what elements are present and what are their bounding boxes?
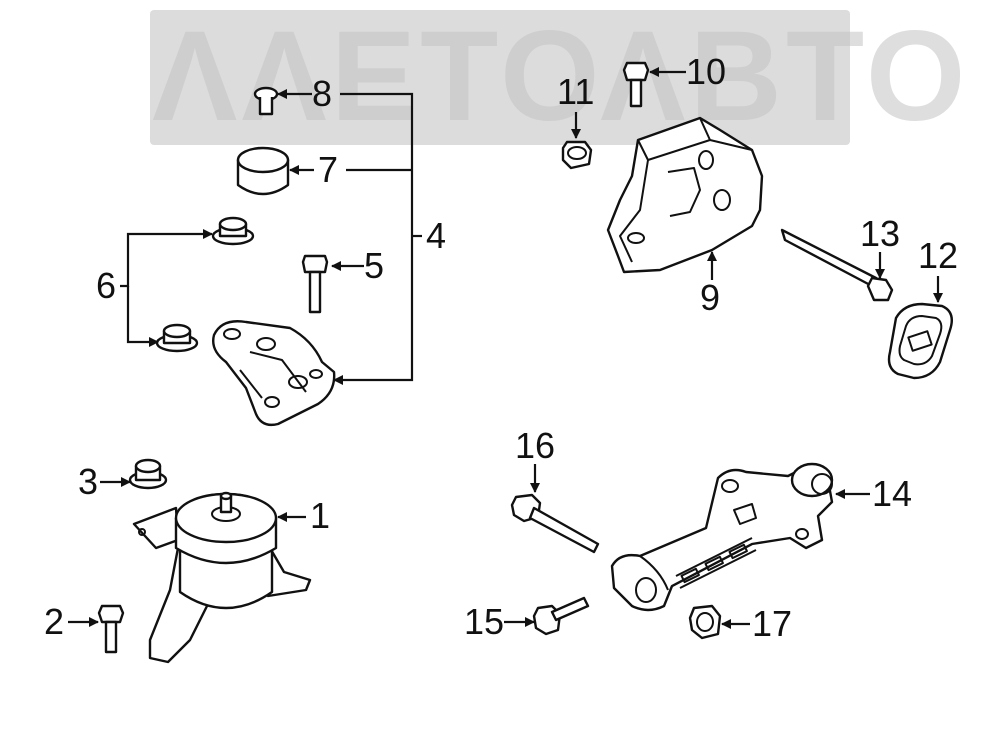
callout-17: 17 bbox=[752, 603, 792, 644]
part-2-bolt bbox=[97, 604, 125, 654]
callout-2: 2 bbox=[44, 601, 64, 642]
callout-12: 12 bbox=[918, 235, 958, 276]
callout-6: 6 bbox=[96, 265, 116, 306]
part-11-nut bbox=[561, 140, 593, 170]
part-6-nut-upper bbox=[211, 216, 255, 246]
part-12-pad bbox=[887, 302, 953, 380]
callout-15: 15 bbox=[464, 601, 504, 642]
part-5-bolt bbox=[301, 254, 329, 314]
callout-8: 8 bbox=[312, 73, 332, 114]
part-7-bushing bbox=[236, 146, 290, 196]
part-16-bolt bbox=[510, 493, 600, 554]
callout-3: 3 bbox=[78, 461, 98, 502]
callout-13: 13 bbox=[860, 213, 900, 254]
callout-14: 14 bbox=[872, 473, 912, 514]
part-15-bolt bbox=[532, 596, 590, 636]
callout-5: 5 bbox=[364, 245, 384, 286]
callout-11: 11 bbox=[557, 71, 594, 112]
callout-labels: 1 2 3 4 5 6 7 8 9 10 11 12 13 14 15 16 1… bbox=[44, 51, 958, 644]
part-9-bracket bbox=[606, 116, 764, 274]
part-3-nut bbox=[128, 458, 168, 490]
callout-4: 4 bbox=[426, 215, 446, 256]
part-4-bracket bbox=[212, 320, 336, 427]
part-10-bolt bbox=[622, 61, 650, 108]
part-1-engine-mount bbox=[132, 491, 312, 664]
watermark-logo: ΛΛΕΤΟΛΒΤΟ bbox=[150, 5, 969, 148]
part-6-nut-lower bbox=[155, 323, 199, 353]
callout-1: 1 bbox=[310, 495, 330, 536]
part-14-torque-rod bbox=[610, 462, 834, 612]
callout-9: 9 bbox=[700, 277, 720, 318]
part-8-bolt bbox=[253, 86, 279, 116]
part-13-bolt bbox=[780, 228, 894, 302]
callout-10: 10 bbox=[686, 51, 726, 92]
watermark-text: ΛΛΕΤΟΛΒΤΟ bbox=[152, 5, 969, 148]
leader-lines bbox=[68, 67, 943, 629]
callout-7: 7 bbox=[318, 149, 338, 190]
part-17-nut bbox=[688, 604, 722, 640]
callout-16: 16 bbox=[515, 425, 555, 466]
